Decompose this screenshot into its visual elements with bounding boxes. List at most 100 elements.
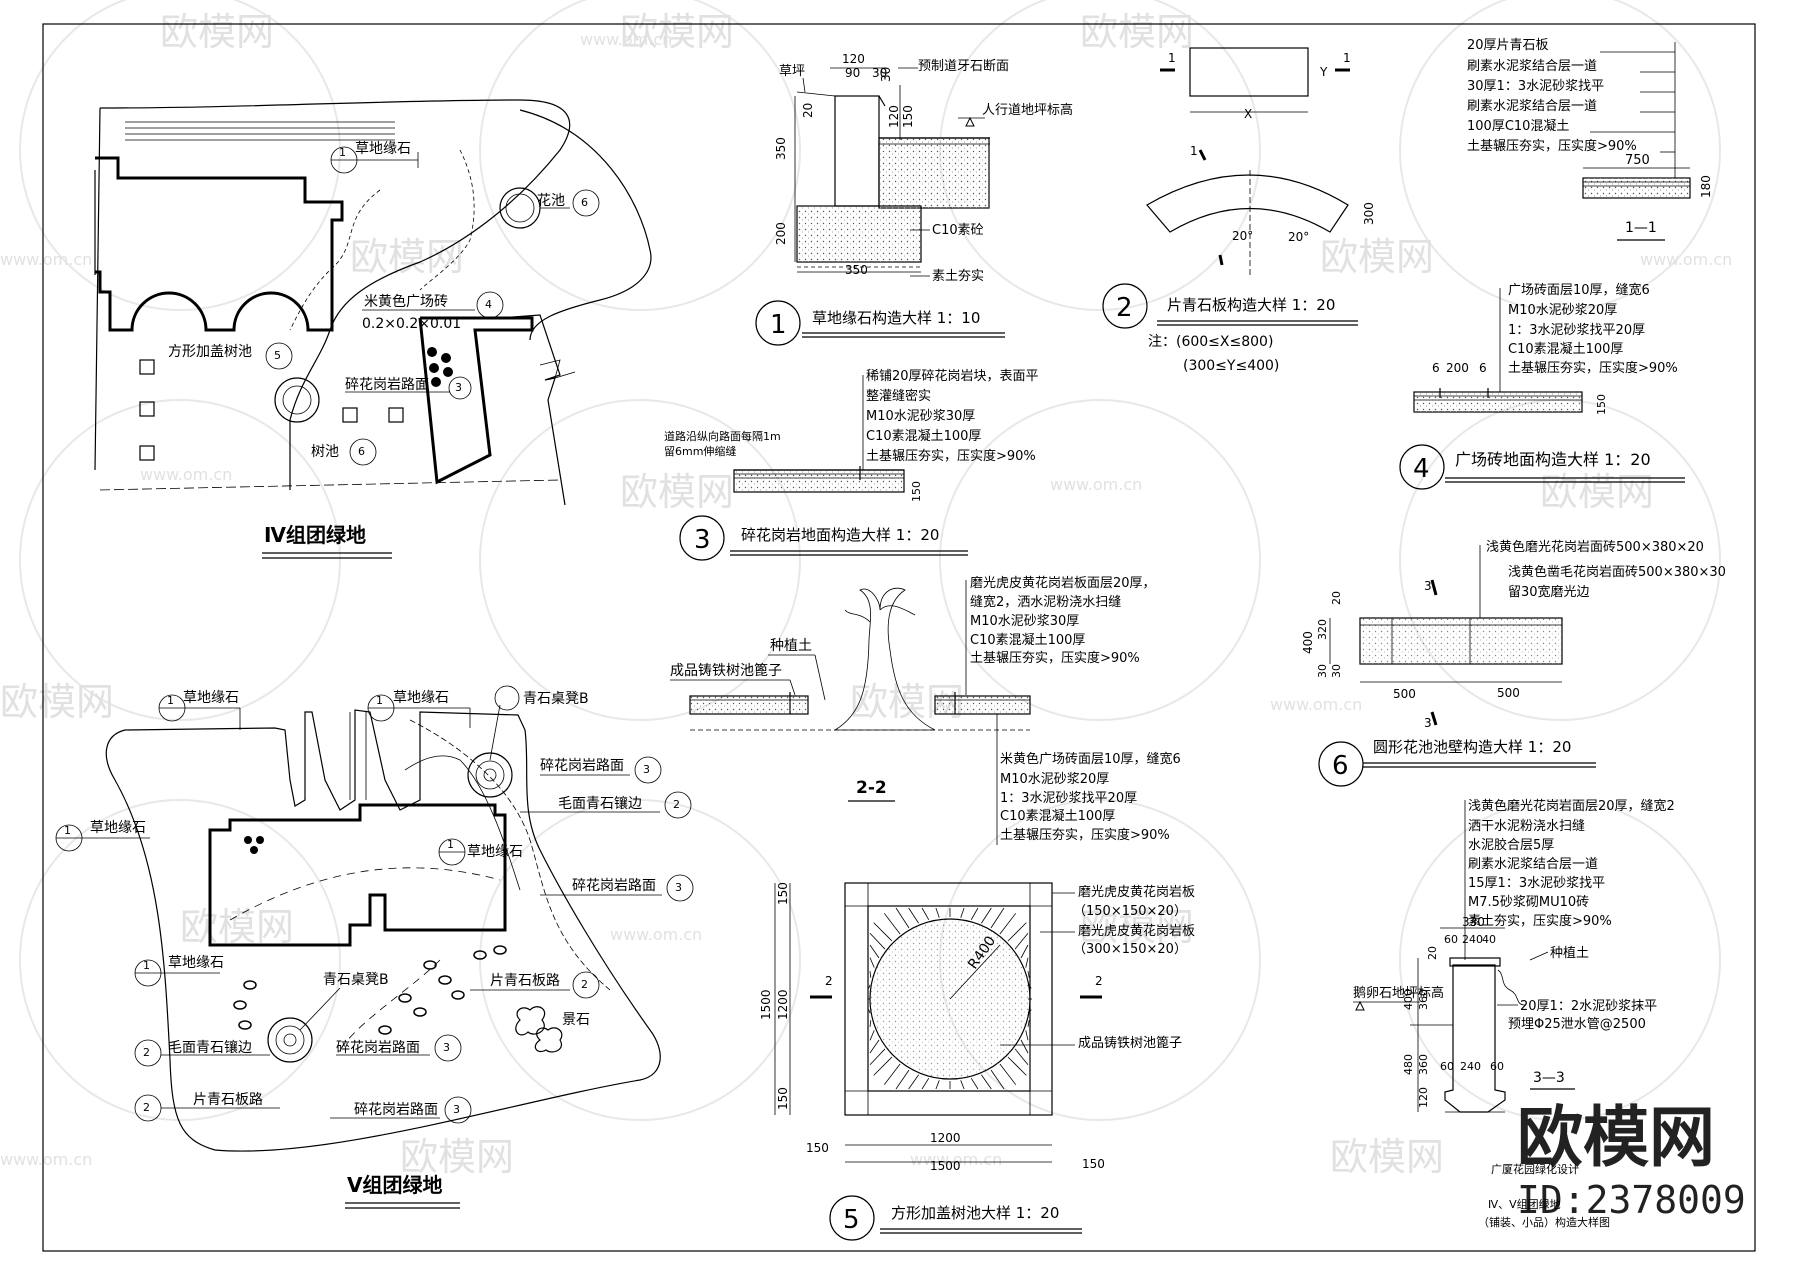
watermark-url: www.om.cn bbox=[0, 250, 92, 269]
svg-text:刷素水泥浆结合层一道: 刷素水泥浆结合层一道 bbox=[1467, 99, 1597, 114]
svg-text:480: 480 bbox=[1402, 1054, 1415, 1075]
svg-text:X: X bbox=[1244, 107, 1252, 121]
tag: 1 bbox=[339, 146, 346, 159]
svg-text:刷素水泥浆结合层一道: 刷素水泥浆结合层一道 bbox=[1468, 857, 1598, 872]
svg-text:100厚C10混凝土: 100厚C10混凝土 bbox=[1467, 118, 1569, 134]
svg-text:330: 330 bbox=[1462, 915, 1485, 929]
svg-text:20: 20 bbox=[1330, 591, 1343, 605]
grate-spoke bbox=[999, 1063, 1017, 1085]
watermark-text: 欧模网 bbox=[1080, 905, 1194, 949]
detail-2-slab: X Y 1 1 1 20° 20° 300 2 片青石板构造大样 1：20 注：… bbox=[1102, 47, 1376, 374]
section-caption: 1—1 bbox=[1625, 220, 1657, 236]
svg-text:6: 6 bbox=[1432, 361, 1440, 375]
label-granite-path: 碎花岗岩路面 bbox=[354, 1102, 438, 1118]
detail-caption: 方形加盖树池大样 1：20 bbox=[891, 1204, 1059, 1222]
svg-text:60: 60 bbox=[1444, 933, 1458, 946]
svg-text:浅黄色磨光花岗岩面层20厚，缝宽2: 浅黄色磨光花岗岩面层20厚，缝宽2 bbox=[1468, 798, 1675, 814]
svg-text:鹅卵石地坪标高: 鹅卵石地坪标高 bbox=[1353, 985, 1444, 1001]
svg-text:40: 40 bbox=[1482, 933, 1496, 946]
svg-text:C10素混凝土100厚: C10素混凝土100厚 bbox=[970, 632, 1085, 648]
svg-text:土基辗压夯实，压实度>90%: 土基辗压夯实，压实度>90% bbox=[970, 650, 1140, 666]
svg-text:20厚1：2水泥砂浆抹平: 20厚1：2水泥砂浆抹平 bbox=[1520, 999, 1657, 1014]
label-tree-pool: 树池 bbox=[311, 444, 339, 460]
watermark-id: ID:2378009 bbox=[1517, 1178, 1746, 1222]
label-granite-path: 碎花岗岩路面 bbox=[345, 377, 429, 393]
label-granite-path: 碎花岗岩路面 bbox=[336, 1040, 420, 1056]
grate-spoke bbox=[970, 1077, 979, 1090]
label-rough-edge: 毛面青石镶边 bbox=[168, 1039, 252, 1056]
watermark-text: 欧模网 bbox=[1330, 1135, 1444, 1179]
svg-text:30: 30 bbox=[1316, 664, 1329, 678]
grate-spoke bbox=[935, 1080, 940, 1090]
label-stone-bench: 青石桌凳B bbox=[523, 691, 589, 707]
label-curb: 草地缘石 bbox=[355, 141, 411, 157]
grate-spoke bbox=[895, 907, 910, 929]
svg-text:草坪: 草坪 bbox=[779, 64, 805, 79]
label-curb: 草地缘石 bbox=[90, 820, 146, 836]
svg-text:注：(600≤X≤800): 注：(600≤X≤800) bbox=[1148, 334, 1273, 350]
svg-text:1200: 1200 bbox=[776, 989, 790, 1020]
svg-text:米黄色广场砖面层10厚，缝宽6: 米黄色广场砖面层10厚，缝宽6 bbox=[1000, 751, 1181, 767]
label-plaza-brick-size: 0.2×0.2×0.01 bbox=[362, 316, 461, 332]
watermark-text: 欧模网 bbox=[1540, 470, 1654, 514]
svg-text:350: 350 bbox=[845, 263, 868, 277]
watermark-url: www.om.cn bbox=[580, 30, 672, 49]
svg-text:150: 150 bbox=[910, 481, 923, 502]
svg-text:M10水泥砂浆20厚: M10水泥砂浆20厚 bbox=[1000, 772, 1109, 787]
svg-text:150: 150 bbox=[776, 1087, 790, 1110]
svg-text:20: 20 bbox=[1426, 946, 1439, 960]
watermark-text: 欧模网 bbox=[350, 235, 464, 279]
label-curb: 草地缘石 bbox=[168, 955, 224, 971]
detail-3-granite: 稀铺20厚碎花岗岩块，表面平 整灌缝密实 M10水泥砂浆30厚 C10素混凝土1… bbox=[664, 368, 1039, 561]
svg-text:洒干水泥粉浇水扫缝: 洒干水泥粉浇水扫缝 bbox=[1468, 819, 1585, 834]
watermark-url: www.om.cn bbox=[140, 465, 232, 484]
svg-text:3: 3 bbox=[455, 381, 462, 394]
grate-spoke bbox=[990, 1069, 1005, 1090]
detail-number: 1 bbox=[770, 310, 787, 340]
label-curb: 草地缘石 bbox=[183, 690, 239, 706]
svg-text:广场砖面层10厚，缝宽6: 广场砖面层10厚，缝宽6 bbox=[1508, 282, 1650, 298]
svg-text:种植土: 种植土 bbox=[770, 638, 812, 654]
detail-caption: 圆形花池池壁构造大样 1：20 bbox=[1373, 738, 1571, 756]
svg-text:成品铸铁树池篦子: 成品铸铁树池篦子 bbox=[670, 663, 782, 679]
svg-text:缝宽2，洒水泥粉浇水扫缝: 缝宽2，洒水泥粉浇水扫缝 bbox=[970, 594, 1121, 610]
label-slab-path: 片青石板路 bbox=[490, 973, 560, 989]
watermark-layer: 欧模网 欧模网 欧模网 欧模网 欧模网 欧模网 欧模网 欧模网 欧模网 欧模网 … bbox=[0, 0, 1732, 1179]
svg-text:磨光虎皮黄花岗岩板: 磨光虎皮黄花岗岩板 bbox=[1078, 923, 1195, 939]
svg-text:500: 500 bbox=[1497, 686, 1520, 700]
label-curb: 草地缘石 bbox=[393, 690, 449, 706]
label-stone-bench: 青石桌凳B bbox=[323, 972, 389, 988]
detail-2-2-section: 磨光虎皮黄花岗岩板面层20厚， 缝宽2，洒水泥粉浇水扫缝 M10水泥砂浆30厚 … bbox=[670, 575, 1181, 845]
svg-text:(300≤Y≤400): (300≤Y≤400) bbox=[1183, 358, 1279, 374]
svg-text:刷素水泥浆结合层一道: 刷素水泥浆结合层一道 bbox=[1467, 59, 1597, 74]
svg-text:20°: 20° bbox=[1288, 230, 1309, 244]
svg-text:C10素砼: C10素砼 bbox=[932, 223, 984, 238]
svg-text:1500: 1500 bbox=[930, 1159, 961, 1173]
grate-spoke bbox=[868, 984, 871, 989]
grate-spoke bbox=[921, 907, 930, 920]
svg-text:500: 500 bbox=[1393, 687, 1416, 701]
svg-text:1: 1 bbox=[447, 838, 454, 851]
svg-text:2: 2 bbox=[825, 974, 833, 988]
svg-text:120: 120 bbox=[1417, 1087, 1430, 1108]
svg-text:整灌缝密实: 整灌缝密实 bbox=[866, 388, 931, 404]
detail-number: 2 bbox=[1116, 293, 1133, 323]
svg-text:750: 750 bbox=[1625, 153, 1650, 168]
label-precast: 预制道牙石断面 bbox=[918, 59, 1009, 74]
svg-text:1500: 1500 bbox=[759, 989, 773, 1020]
svg-text:3: 3 bbox=[1424, 716, 1432, 730]
watermark-url: www.om.cn bbox=[0, 1150, 92, 1169]
svg-text:1: 1 bbox=[1190, 144, 1198, 158]
grate-spoke bbox=[981, 1074, 992, 1090]
grate-spoke bbox=[999, 913, 1017, 935]
svg-text:6: 6 bbox=[581, 196, 588, 209]
v-plan-title: Ⅴ组团绿地 bbox=[347, 1173, 442, 1197]
svg-text:磨光虎皮黄花岗岩板面层20厚，: 磨光虎皮黄花岗岩板面层20厚， bbox=[970, 575, 1156, 591]
svg-text:200: 200 bbox=[1446, 361, 1469, 375]
grate-spoke bbox=[869, 971, 872, 978]
svg-text:预埋Φ25泄水管@2500: 预埋Φ25泄水管@2500 bbox=[1508, 1017, 1646, 1032]
grate-spoke bbox=[869, 957, 875, 968]
svg-text:60: 60 bbox=[1490, 1060, 1504, 1073]
svg-text:15厚1：3水泥砂浆找平: 15厚1：3水泥砂浆找平 bbox=[1468, 876, 1605, 891]
